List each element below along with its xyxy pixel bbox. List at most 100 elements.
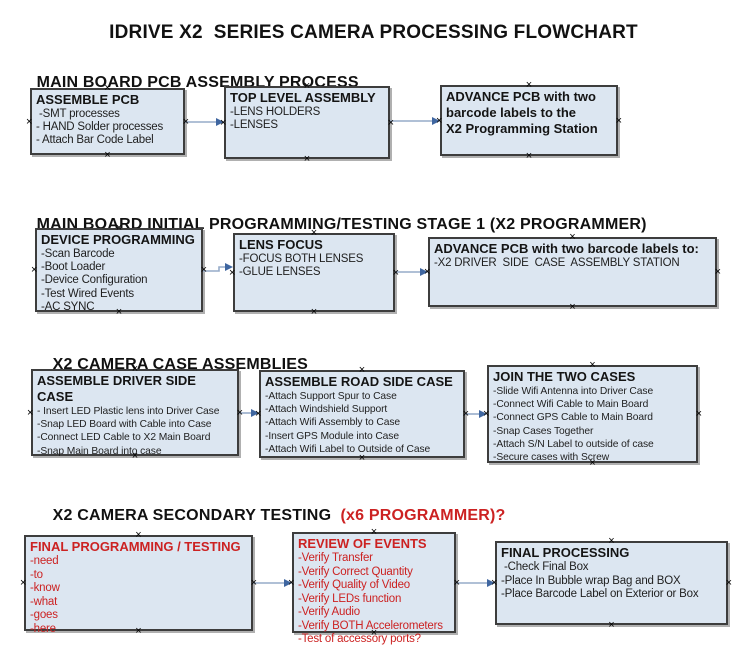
box-assemble-driver-side-case: × × × × ASSEMBLE DRIVER SIDE CASE - Inse… [27,364,243,462]
box-title: ASSEMBLE PCB [36,92,140,107]
box-item: -Verify Quality of Video [298,579,410,591]
box-title: LENS FOCUS [239,237,323,252]
box-items: -need-to-know-what-goes-here [30,555,247,636]
connection-handle-icon: × [569,301,576,313]
box-title: FINAL PROGRAMMING / TESTING [30,539,241,554]
box-join-the-two-cases: × × × × JOIN THE TWO CASES -Slide Wifi A… [483,360,702,469]
connector-arrow [395,268,428,276]
box-item: -Place Barcode Label on Exterior or Box [501,588,699,600]
box-title: DEVICE PROGRAMMING [41,232,195,247]
box-item: -Verify LEDs function [298,592,402,605]
connector-arrow [390,117,440,125]
box-item: - HAND Solder processes [36,121,164,134]
box-items: -Check Final Box-Place In Bubble wrap Ba… [501,561,722,602]
box-item: -GLUE LENSES [239,266,321,279]
box-items: -FOCUS BOTH LENSES-GLUE LENSES [239,253,389,279]
box-item: -AC SYNC [41,300,95,313]
connection-handle-icon: × [608,535,615,547]
box-item: -Boot Loader [41,261,106,274]
box-item: -Verify Transfer [298,552,373,564]
box-title: ASSEMBLE ROAD SIDE CASE [265,374,453,389]
connection-handle-icon: × [20,577,27,589]
box-item: -Attach Wifi Assembly to Case [265,417,401,429]
box-item: -Verify BOTH Accelerometers [298,619,443,632]
box-title: ADVANCE PCB with two barcode labels to: [434,241,699,256]
connection-handle-icon: × [358,364,366,376]
section-header-text: X2 CAMERA CASE ASSEMBLIES [52,356,308,373]
box-item: -Connect LED Cable to X2 Main Board [37,432,211,444]
box-item: -what [30,595,58,608]
connector-arrow [239,409,259,417]
section-header-secondary-testing: X2 CAMERA SECONDARY TESTING (x6 PROGRAMM… [34,489,506,543]
box-final-processing: × × × × FINAL PROCESSING -Check Final Bo… [491,536,732,631]
box-item: -Attach Support Spur to Case [265,391,397,402]
box-item: -SMT processes [36,108,120,120]
box-item: -FOCUS BOTH LENSES [239,253,364,265]
box-item: -to [30,568,43,581]
connection-handle-icon: × [608,619,615,631]
connection-handle-icon: × [725,577,732,589]
box-item: - Insert LED Plastic lens into Driver Ca… [37,406,220,417]
box-item: -Place In Bubble wrap Bag and BOX [501,574,681,587]
connection-handle-icon: × [714,266,721,278]
connection-handle-icon: × [104,149,111,161]
box-item: -Insert GPS Module into Case [265,430,399,442]
box-items: -Attach Support Spur to Case -Attach Wind… [265,390,459,456]
connector-arrow [185,118,224,126]
box-item: -Connect Wifi Cable to Main Board [493,399,649,411]
box-item: -Verify Audio [298,606,360,618]
box-lens-focus: × × × × LENS FOCUS -FOCUS BOTH LENSES-GL… [229,228,399,318]
box-item: -LENSES [230,119,278,132]
box-title: REVIEW OF EVENTS [298,536,427,551]
box-device-programming: × × × × DEVICE PROGRAMMING -Scan Barcode… [31,223,207,318]
connection-handle-icon: × [310,306,318,318]
box-review-of-events: × × × × REVIEW OF EVENTS -Verify Transfe… [288,527,460,646]
box-item: -here [30,622,56,635]
box-item: -Attach Windshield Support [265,404,388,416]
connection-handle-icon: × [525,150,533,162]
box-title: ADVANCE PCB with two barcode labels to t… [446,89,598,136]
box-item: -Test Wired Events [41,287,134,300]
connector-arrow [253,579,292,587]
box-assemble-road-side-case: × × × × ASSEMBLE ROAD SIDE CASE -Attach … [255,365,469,464]
box-items: - Insert LED Plastic lens into Driver Ca… [37,405,233,458]
section-header-text: X2 CAMERA SECONDARY TESTING [52,507,341,524]
box-assemble-pcb: × × × × ASSEMBLE PCB -SMT processes- HAN… [26,83,189,161]
box-title: TOP LEVEL ASSEMBLY [230,90,376,105]
connection-handle-icon: × [615,114,622,127]
box-item: - Attach Bar Code Label [36,134,154,147]
box-item: -Secure cases with Screw [493,452,610,464]
box-item: -Connect GPS Cable to Main Board [493,412,653,424]
box-item: -Verify Correct Quantity [298,565,413,578]
box-items: -Slide Wifi Antenna into Driver Case-Con… [493,385,692,464]
box-top-level-assembly: × × × × TOP LEVEL ASSEMBLY -LENS HOLDERS… [220,81,394,165]
connection-handle-icon: × [525,79,533,91]
box-item: -Attach S/N Label to outside of case [493,438,654,450]
page-title: IDRIVE X2 SERIES CAMERA PROCESSING FLOWC… [109,22,638,43]
box-advance-pcb-to-driver-side-station: × × × × ADVANCE PCB with two barcode lab… [424,232,721,313]
connector-elbow-arrow [203,263,233,272]
box-item: -Snap Cases Together [493,425,594,437]
box-item: -Scan Barcode [41,248,115,260]
box-item: -X2 DRIVER SIDE CASE ASSEMBLY STATION [434,257,680,269]
box-items: -Verify Transfer-Verify Correct Quantity… [298,552,450,647]
box-item: -know [30,582,60,594]
section-header-case-assemblies: X2 CAMERA CASE ASSEMBLIES [34,338,308,392]
box-item: -Snap Main Board into case [37,445,162,457]
box-title: ASSEMBLE DRIVER SIDE CASE [37,373,196,404]
box-item: -Check Final Box [501,561,589,573]
box-items: -X2 DRIVER SIDE CASE ASSEMBLY STATION [434,257,711,270]
box-item: -Attach Wifi Label to Outside of Case [265,443,431,455]
box-title: JOIN THE TWO CASES [493,369,636,384]
box-advance-pcb-to-programming-station: × × × × ADVANCE PCB with two barcode lab… [436,80,622,162]
box-item: -LENS HOLDERS [230,106,321,118]
box-items: -Scan Barcode-Boot Loader-Device Configu… [41,248,197,314]
connection-handle-icon: × [26,115,33,128]
connection-handle-icon: × [303,153,311,165]
box-final-programming-testing: × × × × FINAL PROGRAMMING / TESTING -nee… [20,530,257,637]
box-items: -LENS HOLDERS-LENSES [230,106,384,132]
connector-arrow [465,410,487,418]
connector-arrow [456,579,495,587]
box-item: -need [30,555,59,567]
